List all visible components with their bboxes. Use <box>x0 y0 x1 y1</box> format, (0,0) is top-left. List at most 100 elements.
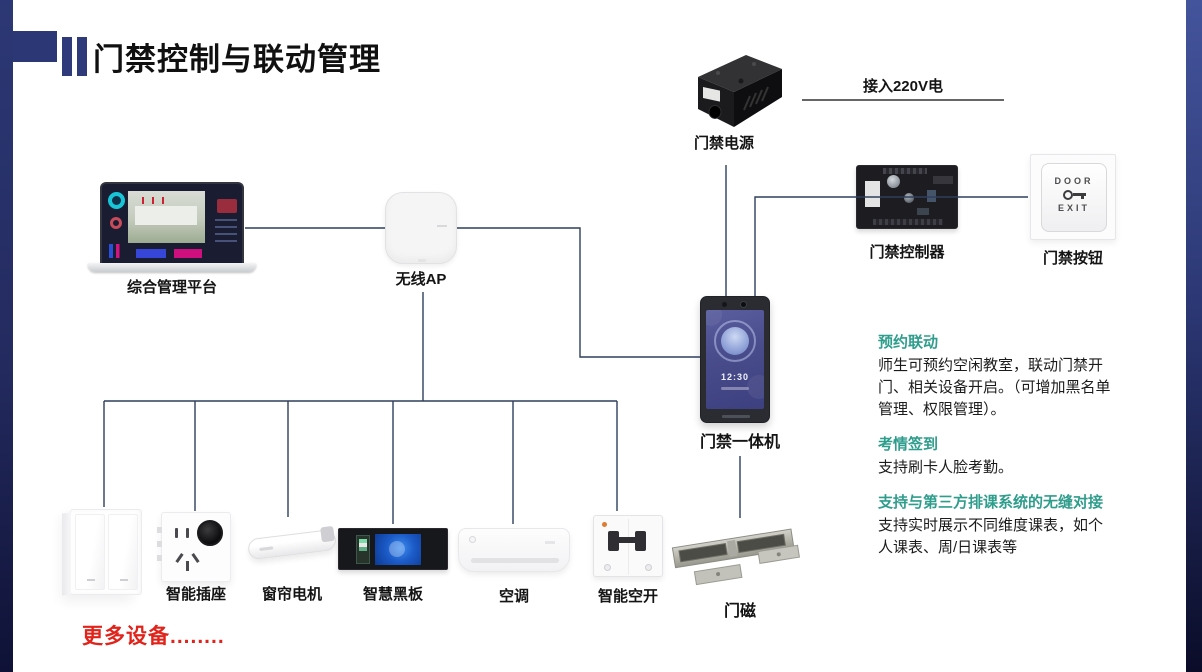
curtain-motor-bar <box>247 525 337 561</box>
left-edge-bar <box>0 0 13 672</box>
terminal-screen: 12:30 <box>706 310 764 409</box>
device-curtain-motor <box>246 518 340 574</box>
label-smart-socket: 智能插座 <box>165 586 226 603</box>
building-image <box>135 206 197 225</box>
page-title: 门禁控制与联动管理 <box>93 42 381 77</box>
title-accent-bar-1 <box>62 37 72 76</box>
more-devices-text: 更多设备........ <box>82 625 225 648</box>
info-body-reservation: 师生可预约空闲教室，联动门禁开门、相关设备开启。（可增加黑名单管理、权限管理）。 <box>878 357 1111 418</box>
breaker-screw-left <box>604 564 611 571</box>
pcb-sticker <box>865 181 880 207</box>
node-door-button: DOOR EXIT <box>1030 154 1116 240</box>
screen-deco-circle-1 <box>706 310 722 326</box>
curtain-motor-slit <box>259 546 274 552</box>
label-power-supply: 门禁电源 <box>693 135 754 152</box>
blackboard-screen-glow <box>389 541 405 557</box>
face-scan-ring <box>714 320 756 362</box>
node-management-platform <box>88 182 256 274</box>
label-platform: 综合管理平台 <box>126 279 217 296</box>
door-button-face: DOOR EXIT <box>1041 163 1107 232</box>
node-access-controller <box>856 165 958 229</box>
blackboard-panel-content <box>359 539 367 551</box>
pcb-connector-right <box>933 176 953 184</box>
socket-pin-right <box>191 553 200 563</box>
dashboard-donut-chart-icon <box>108 192 125 209</box>
device-wall-switch <box>62 509 142 596</box>
pcb-connector-top <box>883 168 927 174</box>
switch-rocker-right <box>108 514 138 590</box>
blackboard-side-panel <box>356 535 370 564</box>
dashboard-right-panel <box>209 191 239 257</box>
face-silhouette <box>721 327 749 355</box>
socket-slit-1 <box>175 528 178 538</box>
dashboard-list-icon <box>215 219 237 245</box>
info-heading-schedule: 支持与第三方排课系统的无缝对接 <box>878 494 1104 511</box>
power-supply-box-icon <box>698 55 782 127</box>
pcb-terminal-strip <box>873 219 943 225</box>
socket-pin-bottom <box>186 561 189 571</box>
breaker-lever-bar <box>608 537 646 543</box>
info-body-schedule: 支持实时展示不同维度课表，如个人课表、周/日课表等 <box>878 517 1104 556</box>
socket-side-tabs <box>157 527 162 569</box>
dashboard-bar-magenta <box>174 249 202 258</box>
socket-pin-left <box>175 553 184 563</box>
info-section-reservation: 预约联动 师生可预约空闲教室，联动门禁开门、相关设备开启。（可增加黑名单管理、权… <box>878 331 1116 421</box>
left-edge-block <box>13 31 57 62</box>
socket-slit-2 <box>186 528 189 538</box>
dashboard-map-icon <box>217 199 237 213</box>
ac-sensor-dot <box>469 536 476 543</box>
breaker-indicator-dot <box>602 522 607 527</box>
device-smart-blackboard <box>338 528 448 570</box>
label-smart-blackboard: 智慧黑板 <box>362 586 423 603</box>
curtain-motor-bracket <box>320 525 335 543</box>
label-air-conditioner: 空调 <box>498 588 529 605</box>
info-panel: 预约联动 师生可预约空闲教室，联动门禁开门、相关设备开启。（可增加黑名单管理、权… <box>878 331 1116 571</box>
terminal-brand-mark <box>722 415 750 418</box>
ac-vent-slit <box>471 558 559 563</box>
key-shaft-icon <box>1072 193 1086 199</box>
breaker-lever-left <box>608 531 619 551</box>
switch-side-face <box>62 512 71 596</box>
label-door-magnet: 门磁 <box>723 603 756 620</box>
socket-knob-icon <box>197 520 223 546</box>
info-body-attendance: 支持刷卡人脸考勤。 <box>878 459 1014 476</box>
label-smart-breaker: 智能空开 <box>597 588 658 605</box>
ac-display <box>545 541 555 544</box>
terminal-clock: 12:30 <box>720 372 750 382</box>
pcb-capacitor-large <box>887 175 900 188</box>
power-line-note: 接入220V电 <box>862 78 944 95</box>
pcb-chip-1 <box>927 190 936 202</box>
label-wireless-ap: 无线AP <box>395 271 447 288</box>
laptop-screen <box>100 182 244 263</box>
node-door-magnet <box>666 512 806 594</box>
pcb-chip-2 <box>917 208 929 215</box>
screen-deco-circle-2 <box>747 375 764 399</box>
breaker-lever-right <box>635 531 646 551</box>
door-button-text-door: DOOR <box>1054 176 1094 186</box>
info-section-attendance: 考情签到 支持刷卡人脸考勤。 <box>878 433 1116 479</box>
node-wireless-ap <box>385 192 457 264</box>
laptop-base <box>88 263 256 272</box>
info-heading-reservation: 预约联动 <box>878 334 939 351</box>
key-icon <box>1042 188 1106 201</box>
right-edge-bar <box>1186 0 1202 672</box>
info-heading-attendance: 考情签到 <box>878 436 939 453</box>
device-air-conditioner <box>458 528 570 572</box>
door-button-text-exit: EXIT <box>1057 203 1090 213</box>
breaker-divider <box>628 519 629 575</box>
breaker-screw-right <box>645 564 652 571</box>
pcb-capacitor-small <box>904 193 914 203</box>
device-smart-breaker <box>593 515 663 577</box>
ap-port <box>418 259 426 262</box>
node-access-terminal: 12:30 <box>700 296 770 423</box>
title-accent-bar-2 <box>77 37 87 76</box>
door-magnet-icon <box>671 528 800 586</box>
dashboard-mini-bars-icon <box>109 244 123 258</box>
switch-rocker-left <box>75 514 105 590</box>
key-ring-icon <box>1062 189 1073 200</box>
ap-indicator <box>437 225 447 227</box>
node-power-supply <box>686 50 786 130</box>
device-smart-socket <box>157 512 231 582</box>
label-curtain-motor: 窗帘电机 <box>261 586 322 603</box>
